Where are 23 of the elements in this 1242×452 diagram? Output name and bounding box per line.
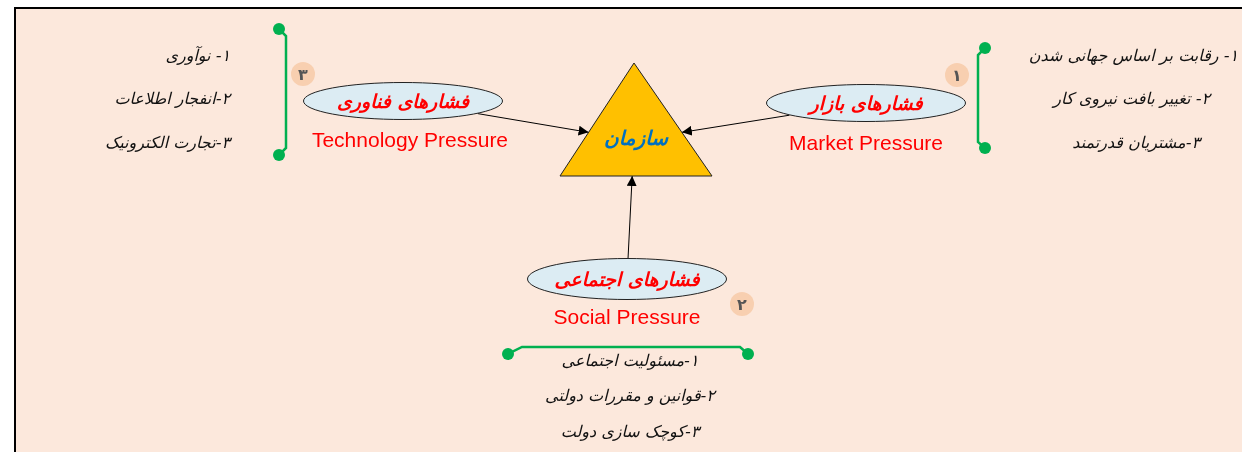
- pressure-title: فشارهای فناوری: [336, 90, 470, 112]
- list-item: ۱- رقابت بر اساس جهانی شدن: [1028, 46, 1238, 65]
- arrow: [626, 175, 637, 259]
- list-item: ۲-انفجار اطلاعات: [114, 89, 230, 108]
- list-item: ۲- تغییر بافت نیروی کار: [1053, 89, 1210, 108]
- list-item: ۱- نوآوری: [165, 46, 230, 65]
- pressure-title: فشارهای بازار: [809, 92, 923, 114]
- arrow: [477, 113, 590, 136]
- list-item: ۳-مشتریان قدرتمند: [1072, 133, 1200, 152]
- pressure-ellipse: [766, 84, 966, 122]
- english-caption: Technology Pressure: [311, 128, 509, 152]
- list-item: ۳-کوچک سازی دولت: [560, 422, 700, 441]
- organization-triangle: [560, 63, 712, 176]
- pressure-ellipse: [303, 82, 503, 120]
- english-caption: Social Pressure: [553, 305, 701, 329]
- english-caption: Market Pressure: [789, 131, 943, 155]
- pressure-ellipse: [527, 258, 727, 300]
- arrow: [681, 114, 790, 136]
- list-item: ۲-قوانین و مقررات دولتی: [545, 386, 715, 405]
- list-item: ۳-تجارت الکترونیک: [104, 133, 230, 152]
- center-title: سازمان: [604, 126, 668, 150]
- list-item: ۱-مسئولیت اجتماعی: [561, 351, 699, 370]
- pressure-title: فشارهای اجتماعی: [554, 268, 700, 290]
